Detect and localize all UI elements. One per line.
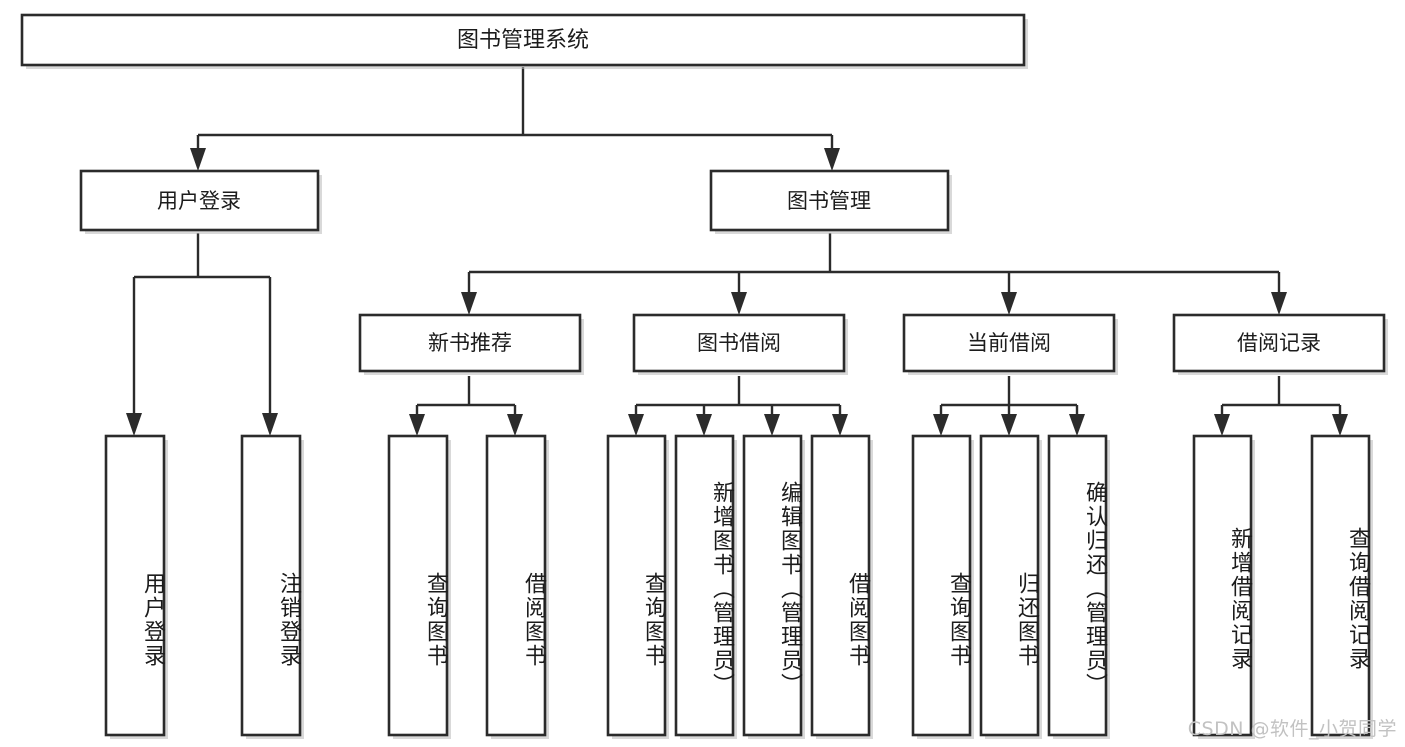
arrow-to-leaf-user-login [126,413,142,436]
node-borrow-record-box[interactable] [1172,313,1386,373]
node-book-management-box[interactable] [709,169,950,232]
leaf-query-record-box[interactable] [1310,434,1371,737]
node-book-borrow[interactable]: 图书借阅 [632,313,848,375]
arrow-to-query-book-3 [933,414,949,436]
leaf-confirm-return-box[interactable] [1047,434,1108,737]
leaf-add-book-box[interactable] [674,434,735,737]
node-root-label: 图书管理系统 [457,28,589,53]
node-user-login-box[interactable] [79,169,320,232]
node-book-borrow-label: 图书借阅 [697,331,781,355]
leaf-return-book-box[interactable] [979,434,1040,737]
arrow-to-confirm-return [1069,414,1085,436]
arrow-to-leaf-logout [262,413,278,436]
arrow-to-add-book [696,414,712,436]
arrow-to-borrow-record [1271,292,1287,315]
node-user-login-label: 用户登录 [157,189,241,213]
arrow-to-book-borrow [731,292,747,315]
arrow-to-borrow-book-2 [832,414,848,436]
arrow-to-query-book-1 [409,414,425,436]
csdn-watermark: CSDN @软件_小贺同学 [1187,718,1397,740]
leaf-borrow-book-2-box[interactable] [810,434,871,737]
leaf-add-record-box[interactable] [1192,434,1253,737]
node-new-book-recommend[interactable]: 新书推荐 [358,313,584,375]
leaf-logout-login-box[interactable] [240,434,302,737]
leaf-query-book-1-box[interactable] [387,434,449,737]
node-book-borrow-box[interactable] [632,313,846,373]
node-root[interactable]: 图书管理系统 [20,13,1028,69]
leaf-edit-book-box[interactable] [742,434,803,737]
node-borrow-record[interactable]: 借阅记录 [1172,313,1388,375]
leaf-query-book-3-box[interactable] [911,434,972,737]
leaf-query-book-2-box[interactable] [606,434,667,737]
connector-layer [126,67,1348,436]
node-new-book-recommend-box[interactable] [358,313,582,373]
node-current-borrow[interactable]: 当前借阅 [902,313,1118,375]
leaf-borrow-book-1-box[interactable] [485,434,547,737]
arrow-to-user-login [190,148,206,171]
arrow-to-current-borrow [1001,292,1017,315]
arrow-to-book-management [824,148,840,171]
node-user-login[interactable]: 用户登录 [79,169,322,234]
arrow-to-query-book-2 [628,414,644,436]
node-root-box[interactable] [20,13,1026,67]
node-current-borrow-box[interactable] [902,313,1116,373]
arrow-to-query-record [1332,414,1348,436]
arrow-to-borrow-book-1 [507,414,523,436]
arrow-to-new-book-recommend [461,292,477,315]
node-book-management[interactable]: 图书管理 [709,169,952,234]
arrow-to-add-record [1214,414,1230,436]
node-borrow-record-label: 借阅记录 [1237,331,1321,355]
leaf-nodes-layer [104,434,1373,739]
arrow-to-edit-book [764,414,780,436]
node-book-management-label: 图书管理 [787,189,871,213]
leaf-user-login-box[interactable] [104,434,166,737]
arrow-to-return-book [1001,414,1017,436]
node-current-borrow-label: 当前借阅 [967,331,1051,355]
node-new-book-recommend-label: 新书推荐 [428,331,512,355]
